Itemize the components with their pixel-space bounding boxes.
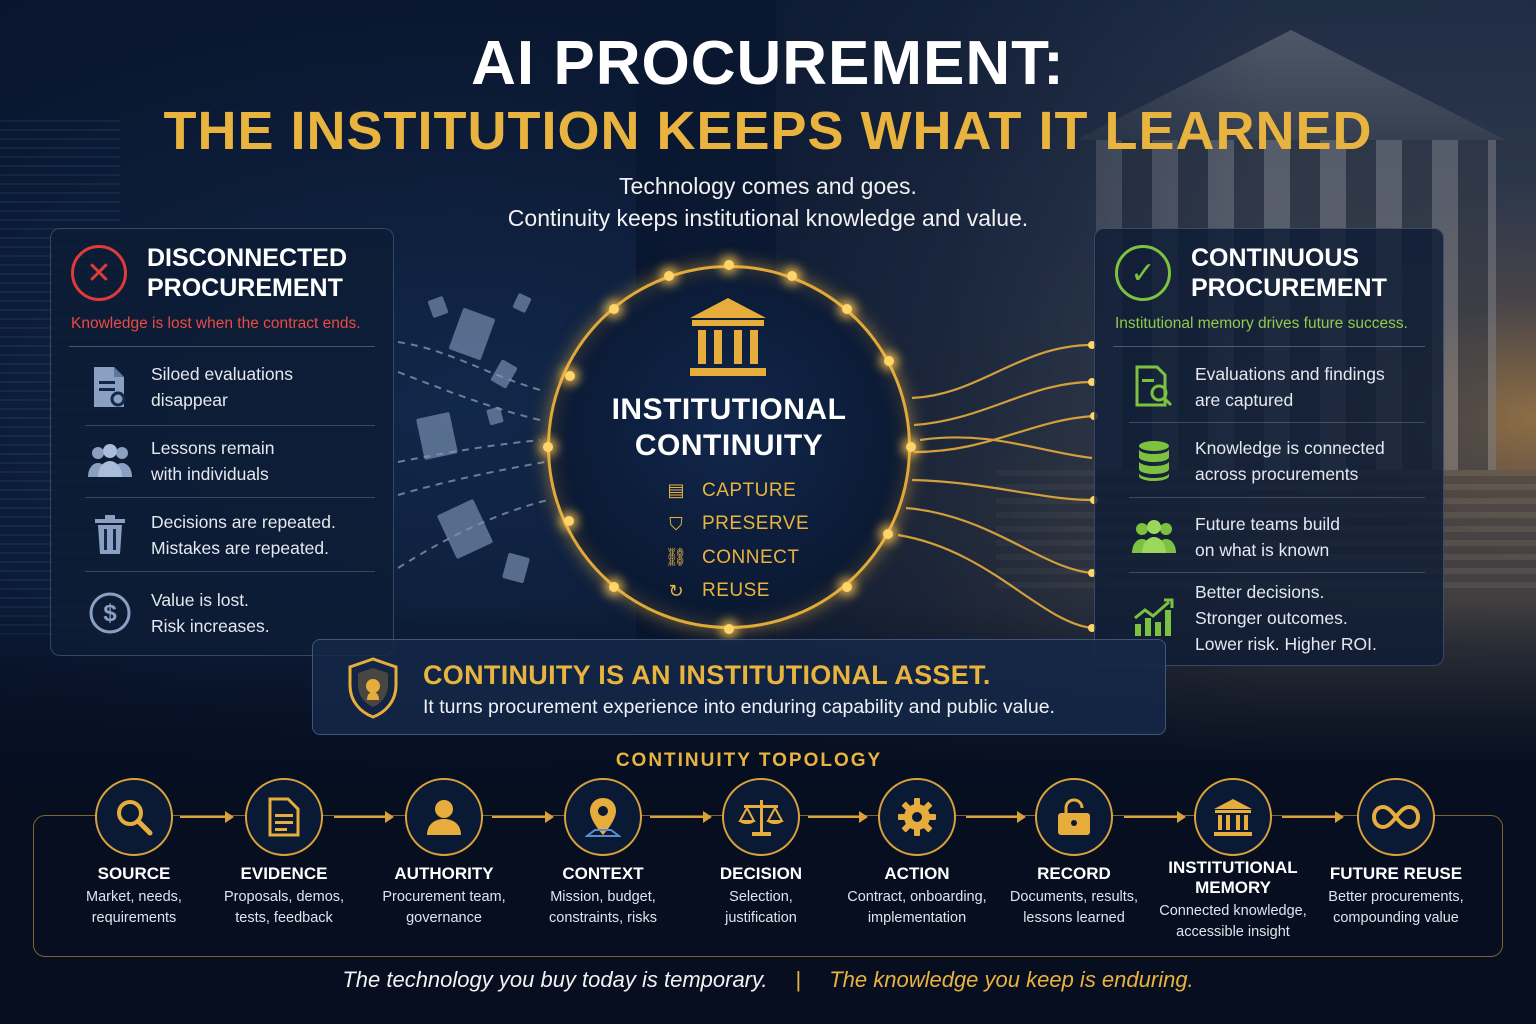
search-icon xyxy=(95,778,173,856)
page-subtitle-headline: THE INSTITUTION KEEPS WHAT IT LEARNED xyxy=(163,101,1373,161)
link-icon: ⛓ xyxy=(664,547,688,568)
database-icon xyxy=(1129,436,1179,486)
trash-icon xyxy=(85,510,135,560)
people-group-icon xyxy=(85,436,135,486)
arrow-icon xyxy=(1124,811,1186,823)
document-icon: ▤ xyxy=(667,480,685,501)
team-icon xyxy=(1129,512,1179,562)
check-icon: ✓ xyxy=(1115,245,1171,301)
intro-text: Technology comes and goes. Continuity ke… xyxy=(507,173,1029,231)
topology-node-record: RECORD Documents, results,lessons learne… xyxy=(989,778,1159,929)
step-connect: ⛓ CONNECT xyxy=(664,546,800,568)
asset-title: CONTINUITY IS AN INSTITUTIONAL ASSET. xyxy=(423,660,991,690)
cycle-icon: ↻ xyxy=(668,580,684,601)
arrow-icon xyxy=(334,811,394,823)
topology-node-decision: DECISION Selection,justification xyxy=(676,778,846,929)
arrow-icon xyxy=(492,811,554,823)
scales-icon xyxy=(722,778,800,856)
panel-tagline: Institutional memory drives future succe… xyxy=(1115,315,1408,332)
list-item: Lessons remain with individuals xyxy=(85,435,275,487)
person-icon xyxy=(405,778,483,856)
document-icon xyxy=(245,778,323,856)
list-item: Siloed evaluations disappear xyxy=(85,361,293,413)
list-item: Evaluations and findings are captured xyxy=(1129,361,1385,413)
arrow-icon xyxy=(966,811,1026,823)
footer-quote: The technology you buy today is temporar… xyxy=(342,967,1194,992)
infinity-icon xyxy=(1357,778,1435,856)
panel-title: CONTINUOUS PROCUREMENT xyxy=(1191,244,1387,302)
dollar-icon: $ xyxy=(85,588,135,638)
step-capture: ▤ CAPTURE xyxy=(664,474,809,508)
growth-chart-icon xyxy=(1129,593,1179,643)
list-item: Knowledge is connected across procuremen… xyxy=(1129,435,1385,487)
list-item: Future teams build on what is known xyxy=(1129,511,1340,563)
topology-node-source: SOURCE Market, needs,requirements xyxy=(49,778,219,929)
document-search-icon xyxy=(85,362,135,412)
asset-banner: CONTINUITY IS AN INSTITUTIONAL ASSET. It… xyxy=(312,639,1166,735)
scattered-documents xyxy=(416,293,532,583)
gear-icon xyxy=(878,778,956,856)
topology-title: CONTINUITY TOPOLOGY xyxy=(615,750,883,771)
shield-check-icon: ⛉ xyxy=(669,513,683,534)
list-item: $ Value is lost. Risk increases. xyxy=(85,587,270,639)
institution-icon xyxy=(1194,778,1272,856)
step-preserve: ⛉ PRESERVE xyxy=(664,508,809,542)
topology-node-authority: AUTHORITY Procurement team,governance xyxy=(359,778,529,929)
panel-title: DISCONNECTED PROCUREMENT xyxy=(147,244,348,302)
continuity-steps: ▤ CAPTURE ⛉ PRESERVE ⛓ CONNECT ↻ REUSE xyxy=(664,474,809,608)
disconnected-procurement-panel: ✕ DISCONNECTED PROCUREMENT Knowledge is … xyxy=(50,228,394,656)
arrow-icon xyxy=(808,811,868,823)
document-magnifier-icon xyxy=(1129,362,1179,412)
error-x-icon: ✕ xyxy=(71,245,127,301)
list-item: Better decisions. Stronger outcomes. Low… xyxy=(1129,579,1377,657)
topology-node-future-reuse: FUTURE REUSE Better procurements,compoun… xyxy=(1311,778,1481,929)
continuous-procurement-panel: ✓ CONTINUOUS PROCUREMENT Institutional m… xyxy=(1094,228,1444,666)
lock-icon xyxy=(1035,778,1113,856)
asset-text: It turns procurement experience into end… xyxy=(423,696,1055,718)
panel-tagline: Knowledge is lost when the contract ends… xyxy=(71,315,361,332)
topology-node-action: ACTION Contract, onboarding,implementati… xyxy=(832,778,1002,929)
map-pin-icon xyxy=(564,778,642,856)
continuity-title: INSTITUTIONAL CONTINUITY xyxy=(611,393,847,462)
step-reuse: ↻ REUSE xyxy=(664,575,809,609)
arrow-icon xyxy=(180,811,234,823)
svg-text:$: $ xyxy=(103,600,117,627)
topology-node-evidence: EVIDENCE Proposals, demos,tests, feedbac… xyxy=(199,778,369,929)
institution-icon xyxy=(690,298,766,376)
arrow-icon xyxy=(650,811,712,823)
page-title: AI PROCUREMENT: xyxy=(471,29,1065,98)
shield-icon xyxy=(348,657,398,719)
arrow-icon xyxy=(1282,811,1344,823)
list-item: Decisions are repeated. Mistakes are rep… xyxy=(85,509,336,561)
topology-node-context: CONTEXT Mission, budget,constraints, ris… xyxy=(518,778,688,929)
